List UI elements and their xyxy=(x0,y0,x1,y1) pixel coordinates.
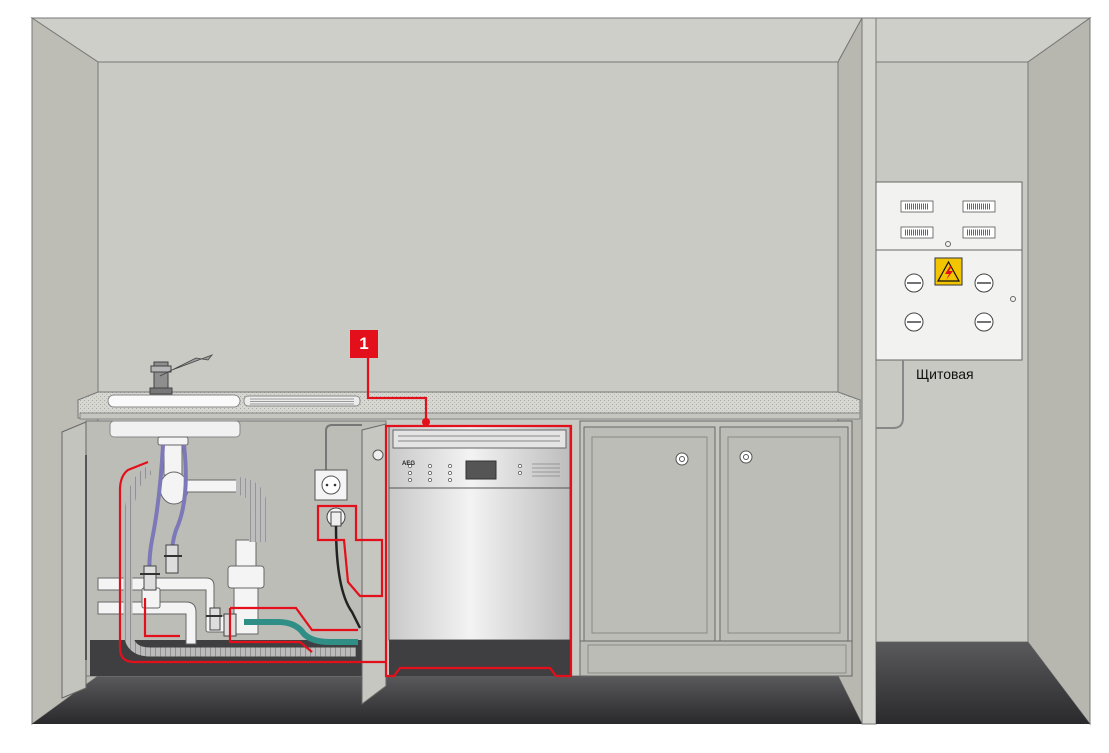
panel-label: Щитовая xyxy=(916,366,974,382)
callout-marker: 1 xyxy=(350,330,378,358)
dishwasher-buttons xyxy=(408,464,522,482)
highlight-outlines xyxy=(118,358,573,678)
plug-icon xyxy=(326,507,346,527)
right-room-floor xyxy=(876,642,1090,724)
corrugated-drain-elbow xyxy=(235,477,267,542)
right-cabinet-door xyxy=(361,423,387,705)
electrical-panel xyxy=(875,181,1023,429)
socket-wire xyxy=(325,424,362,470)
countertop xyxy=(77,354,861,420)
hose-highlight xyxy=(118,460,386,664)
high-voltage-warning-icon xyxy=(934,257,963,286)
ceiling xyxy=(30,17,863,63)
panel-cable xyxy=(876,360,904,429)
base-cabinets xyxy=(579,420,853,677)
faucet-icon xyxy=(149,354,214,395)
dishwasher xyxy=(388,425,571,676)
dishwasher-inlet-hose xyxy=(123,465,356,657)
cabinet-lock xyxy=(739,450,753,464)
drain-hose-highlight xyxy=(230,606,358,632)
partition-wall xyxy=(861,17,877,725)
right-room-side-wall xyxy=(1027,17,1091,726)
sink-basin xyxy=(107,394,241,408)
floor xyxy=(32,676,862,724)
marker-leader-line xyxy=(366,358,428,422)
door-knob xyxy=(372,449,384,461)
dishwasher-brand: AEG xyxy=(402,461,416,467)
dishwasher-highlight xyxy=(384,424,573,678)
socket-highlight xyxy=(316,504,384,598)
left-cabinet-door xyxy=(61,421,87,699)
connection-point xyxy=(422,418,430,426)
socket-icon xyxy=(314,469,348,501)
dishwasher-drain-hose xyxy=(244,619,358,645)
cabinet-lock xyxy=(675,452,689,466)
